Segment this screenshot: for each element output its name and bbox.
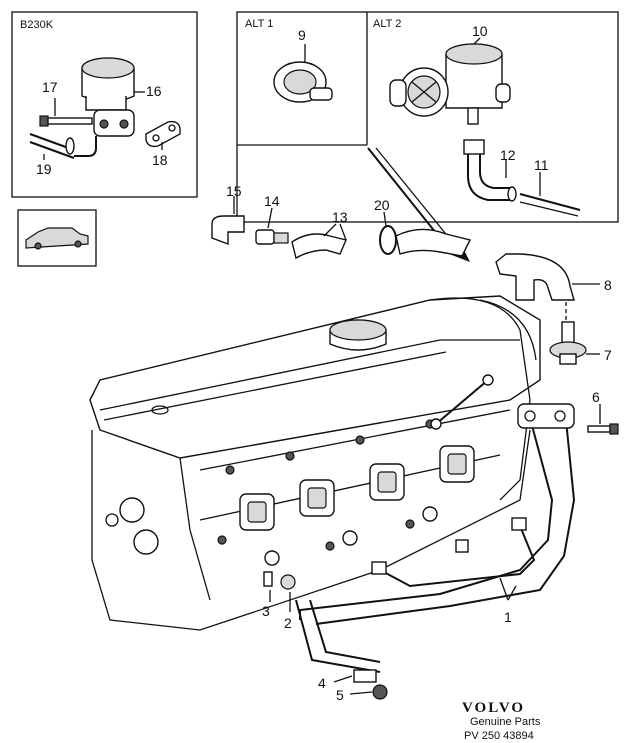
gasket-18 xyxy=(145,120,181,148)
pipe-11 xyxy=(519,193,581,217)
callout-7: 7 xyxy=(604,347,612,363)
inset-alternatives: ALT 1 ALT 2 9 10 xyxy=(236,11,619,223)
fitting-3 xyxy=(263,571,273,587)
nipple-7 xyxy=(549,321,587,365)
alt2-title: ALT 2 xyxy=(373,18,401,30)
callout-5: 5 xyxy=(336,687,344,703)
valve-9 xyxy=(273,61,333,103)
callout-17: 17 xyxy=(42,79,58,95)
alt1-title: ALT 1 xyxy=(245,18,273,30)
connector-14 xyxy=(255,229,289,245)
callout-4: 4 xyxy=(318,675,326,691)
callout-12: 12 xyxy=(500,147,516,163)
brand-logo: VOLVO xyxy=(462,700,525,716)
callout-14: 14 xyxy=(264,193,280,209)
car-icon xyxy=(17,209,97,267)
inset-b230k-title: B230K xyxy=(20,19,54,31)
callout-20: 20 xyxy=(374,197,390,213)
callout-10: 10 xyxy=(472,23,488,39)
callout-13: 13 xyxy=(332,209,348,225)
bolt-6 xyxy=(587,423,619,435)
brand-subtitle: Genuine Parts xyxy=(470,716,541,728)
hose-12 xyxy=(463,139,517,202)
callout-19: 19 xyxy=(36,161,52,177)
callout-8: 8 xyxy=(604,277,612,293)
inset-b230k: B230K xyxy=(11,11,198,198)
bracket-4 xyxy=(353,669,377,683)
hose-13 xyxy=(291,233,347,260)
elbow-8 xyxy=(495,253,575,301)
callout-1: 1 xyxy=(504,609,512,625)
part-number: PV 250 43894 xyxy=(464,730,534,742)
engine-block xyxy=(89,295,541,631)
seal-2 xyxy=(280,574,296,590)
valve-16 xyxy=(74,57,135,157)
callout-6: 6 xyxy=(592,389,600,405)
pipe-1 xyxy=(295,403,576,673)
callout-11: 11 xyxy=(534,157,549,173)
callout-9: 9 xyxy=(298,27,306,43)
callout-15: 15 xyxy=(226,183,242,199)
valve-10 xyxy=(389,43,511,125)
hose-19 xyxy=(29,133,75,159)
nut-5 xyxy=(372,684,388,700)
callout-3: 3 xyxy=(262,603,270,619)
elbow-15 xyxy=(211,215,245,246)
callout-18: 18 xyxy=(152,152,168,168)
bolt-17 xyxy=(39,115,93,127)
callout-16: 16 xyxy=(146,83,162,99)
clamp-20 xyxy=(379,225,472,257)
callout-2: 2 xyxy=(284,615,292,631)
